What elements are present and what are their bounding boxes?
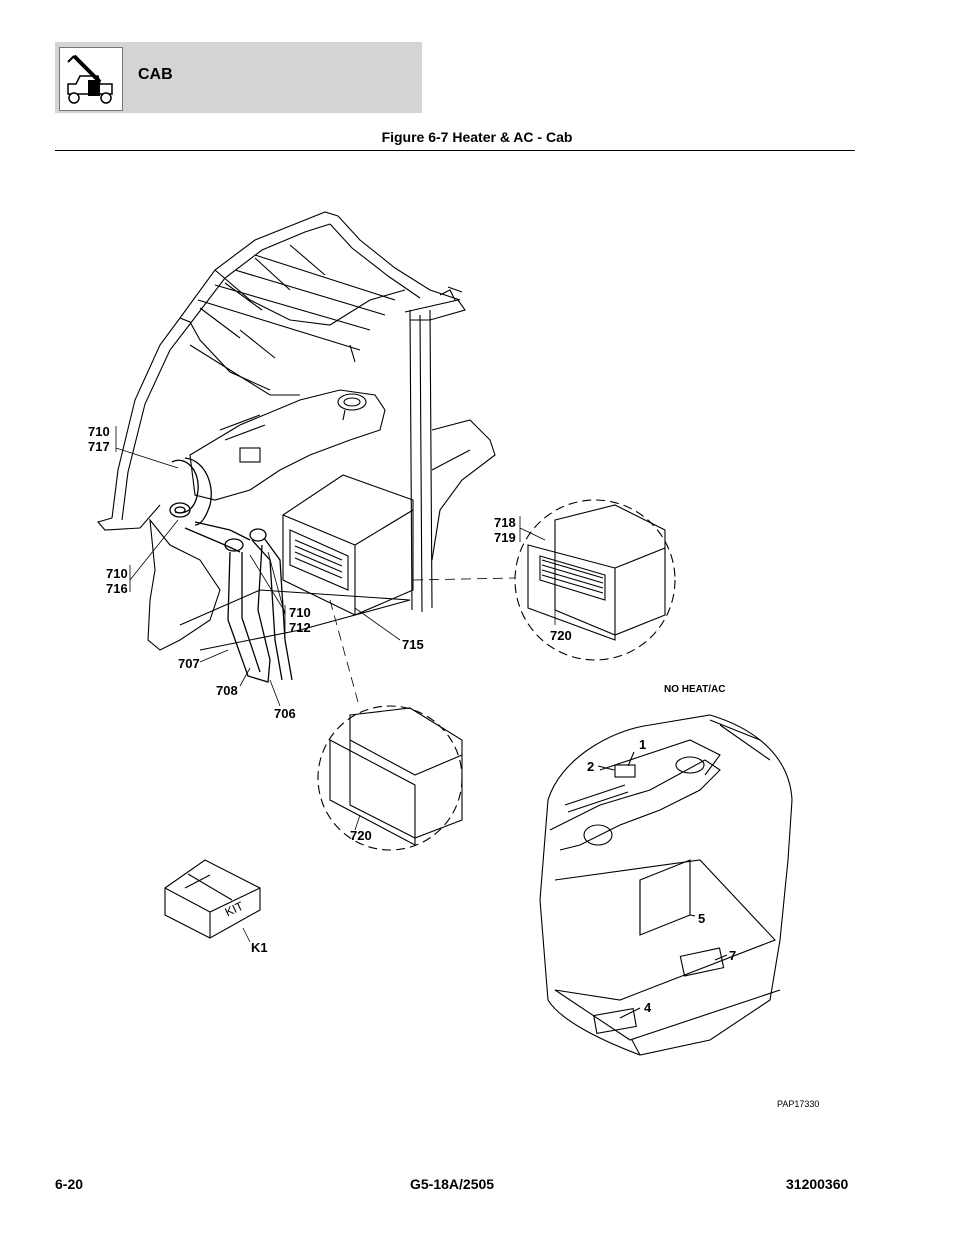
callout-718-719: 718 719: [494, 515, 516, 545]
callout-2: 2: [587, 759, 595, 774]
callout-708: 708: [216, 683, 238, 698]
no-heat-ac-note: NO HEAT/AC: [664, 684, 726, 695]
callout-706: 706: [274, 706, 296, 721]
dash-console: [147, 389, 411, 651]
callout-719: 719: [494, 530, 516, 545]
telehandler-icon: [59, 47, 123, 111]
callout-710-717: 710 717: [88, 424, 110, 454]
header-rule: [55, 150, 855, 151]
callout-710: 710: [106, 566, 128, 581]
callout-710: 710: [88, 424, 110, 439]
detail-circle-unit-panel: [514, 499, 676, 661]
callout-5: 5: [698, 911, 706, 926]
callout-7: 7: [729, 948, 737, 963]
callout-710-712: 710 712: [289, 605, 311, 635]
callout-4: 4: [644, 1000, 652, 1015]
callout-718: 718: [494, 515, 516, 530]
callout-k1: K1: [251, 940, 268, 955]
callout-715: 715: [402, 637, 424, 652]
callout-1: 1: [639, 737, 647, 752]
callout-720: 720: [550, 628, 572, 643]
section-title: CAB: [138, 66, 173, 83]
hvac-unit: [282, 474, 414, 616]
manual-number: 31200360: [786, 1176, 849, 1192]
page-number: 6-20: [55, 1176, 84, 1192]
callout-710: 710: [289, 605, 311, 620]
duct-hoses: [169, 457, 293, 683]
callout-707: 707: [178, 656, 200, 671]
no-heat-ac-detail: [539, 714, 793, 1056]
drawing-reference: PAP17330: [777, 1099, 820, 1109]
kit-box: [164, 859, 261, 939]
callout-717: 717: [88, 439, 110, 454]
callout-712: 712: [289, 620, 311, 635]
callout-710-716: 710 716: [106, 566, 128, 596]
callout-716: 716: [106, 581, 128, 596]
detail-circle-cover: [317, 705, 463, 851]
leader-lines: [115, 426, 556, 943]
cab-frame: [97, 211, 496, 613]
callout-720: 720: [350, 828, 372, 843]
model-number: G5-18A/2505: [410, 1176, 495, 1192]
figure-title: Figure 6-7 Heater & AC - Cab: [381, 129, 573, 145]
